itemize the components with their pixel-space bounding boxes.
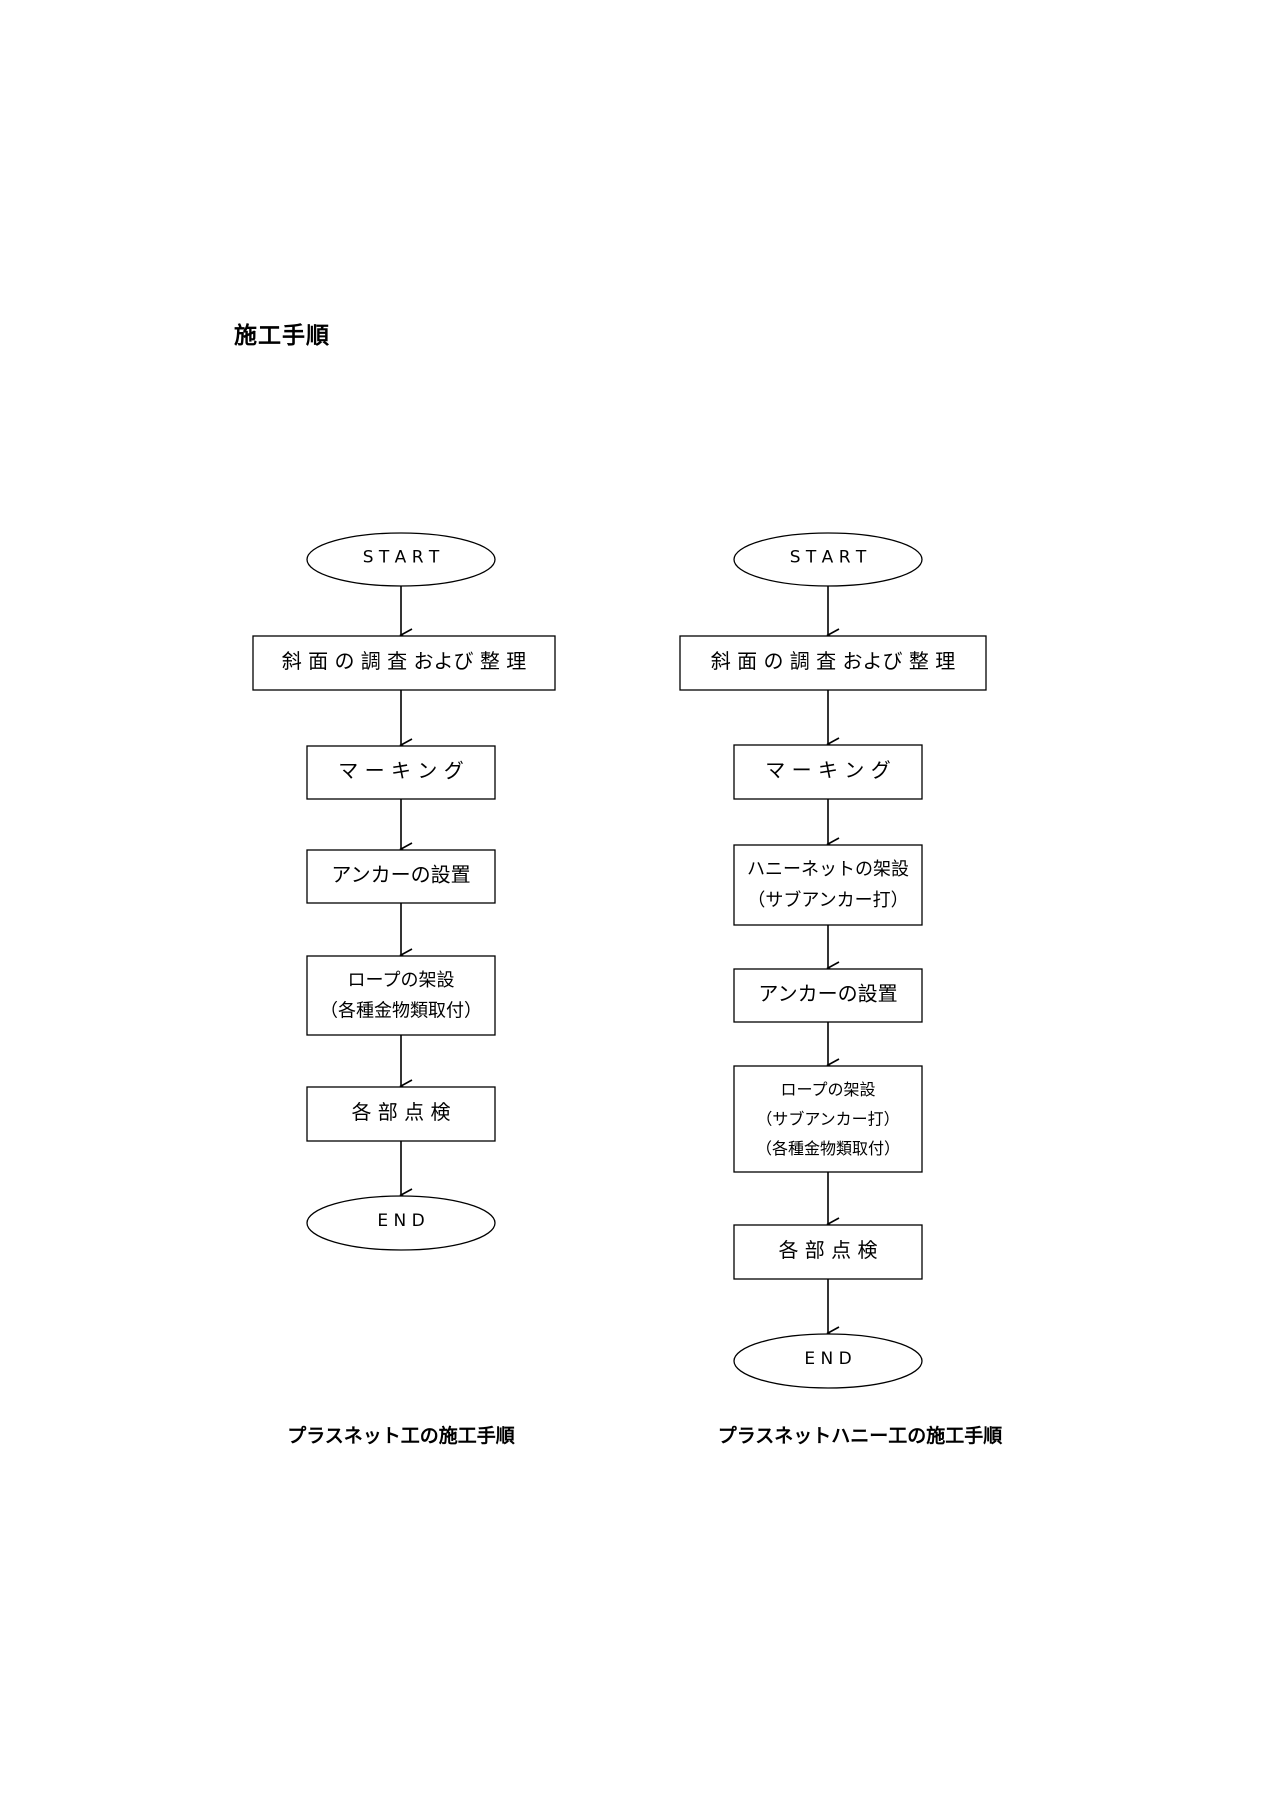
node-label: ロープの架設 [348, 970, 455, 991]
terminal-node: S T A R T [306, 532, 496, 587]
node-label: S T A R T [363, 548, 440, 568]
terminal-shape [733, 532, 923, 587]
process-node: ロープの架設 （各種金物類取付） [306, 955, 496, 1036]
node-label: マ ー キ ン グ [338, 759, 463, 783]
process-node: 各 部 点 検 [733, 1224, 923, 1280]
node-label: アンカーの設置 [758, 982, 897, 1006]
node-label: マ ー キ ン グ [765, 758, 890, 782]
terminal-node: S T A R T [733, 532, 923, 587]
node-label: ロープの架設 [780, 1080, 875, 1099]
node-label: （サブアンカー打） [747, 889, 908, 911]
process-node: 各 部 点 検 [306, 1086, 496, 1142]
process-box [306, 849, 496, 904]
node-label: 斜 面 の 調 査 および 整 理 [711, 649, 956, 673]
process-node: ロープの架設 （サブアンカー打） （各種金物類取付） [733, 1065, 923, 1173]
process-box [733, 968, 923, 1023]
process-box [733, 844, 923, 926]
process-box [733, 1224, 923, 1280]
process-node: マ ー キ ン グ [733, 744, 923, 800]
process-node: ハニーネットの架設 （サブアンカー打） [733, 844, 923, 926]
process-box [306, 1086, 496, 1142]
terminal-node: E N D [306, 1195, 496, 1251]
terminal-shape [306, 532, 496, 587]
node-label: E N D [804, 1349, 851, 1369]
terminal-node: E N D [733, 1333, 923, 1389]
process-node: アンカーの設置 [306, 849, 496, 904]
flowchart-plasnet: S T A R T 斜 面 の 調 査 および 整 理マ ー キ ン グアンカーの… [252, 532, 556, 1251]
process-node: マ ー キ ン グ [306, 745, 496, 800]
flowchart-plasnet-honey: S T A R T斜 面 の 調 査 および 整 理マ ー キ ン グハニーネッ… [679, 532, 987, 1389]
process-box [733, 744, 923, 800]
node-label: （サブアンカー打） [756, 1110, 899, 1129]
process-box [679, 635, 987, 691]
process-node: 斜 面 の 調 査 および 整 理 [679, 635, 987, 691]
node-label: ハニーネットの架設 [747, 859, 909, 880]
node-label: 各 部 点 検 [351, 1100, 450, 1124]
process-node: アンカーの設置 [733, 968, 923, 1023]
process-box [252, 635, 556, 691]
flowchart-caption-plasnet-honey: プラスネットハニー工の施工手順 [717, 1425, 1003, 1447]
flowchart-caption-plasnet: プラスネット工の施工手順 [287, 1425, 515, 1447]
node-label: アンカーの設置 [331, 863, 470, 887]
process-box [306, 745, 496, 800]
terminal-shape [306, 1195, 496, 1251]
terminal-shape [733, 1333, 923, 1389]
process-box [733, 1065, 923, 1173]
process-box [306, 955, 496, 1036]
node-label: 斜 面 の 調 査 および 整 理 [282, 649, 527, 673]
page-title: 施工手順 [234, 323, 330, 349]
node-label: E N D [377, 1211, 424, 1231]
node-label: （各種金物類取付） [320, 1000, 482, 1021]
node-label: S T A R T [790, 548, 867, 568]
process-node: 斜 面 の 調 査 および 整 理 [252, 635, 556, 691]
node-label: 各 部 点 検 [778, 1238, 877, 1262]
node-label: （各種金物類取付） [756, 1139, 900, 1158]
